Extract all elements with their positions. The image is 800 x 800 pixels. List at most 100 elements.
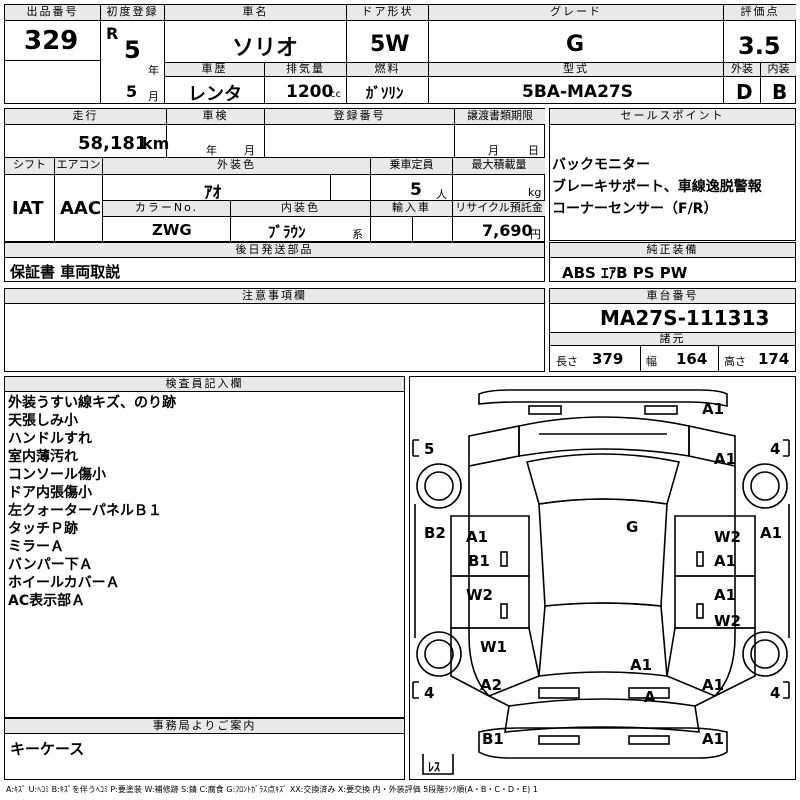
mark-r-front-door-2: A1 [714,552,737,570]
int-color-unit: 系 [352,228,363,241]
history-label: 車歴 [165,63,264,77]
mileage-unit: km [142,134,170,153]
front-left-tire-value: 5 [424,440,435,458]
grade-value: G [566,32,585,57]
office-block [4,718,405,780]
caution-label: 注意事項欄 [5,289,544,304]
mileage-value: 58,181 [78,133,148,154]
vehicle-detail-block [4,108,545,242]
rear-left-tire-value: 4 [424,684,435,702]
mark-roof: G [626,518,639,536]
mark-l-rear-door: W2 [466,586,493,604]
mark-l-rear-corner: A2 [480,676,503,694]
inspector-note-12: AC表示部Ａ [8,593,86,609]
later-parts-label: 後日発送部品 [5,243,544,258]
car-diagram-svg [412,389,790,775]
reg-no-label: 登録番号 [265,109,454,125]
recycle-label: リサイクル預託金 [453,201,545,217]
inspector-label: 検査員記入欄 [5,377,404,392]
int-color-label: 内装色 [231,201,370,217]
caution-block [4,288,545,372]
mark-l-bumper: B1 [482,730,504,748]
int-score-value: B [772,80,788,104]
door-label: ドア形状 [347,5,428,21]
sales-points-label: セールスポイント [550,109,795,125]
color-no-value: ZWG [152,221,192,239]
inspection-year-unit: 年 [206,144,217,157]
history-value: レンタ [188,84,242,105]
fuel-label: 燃料 [347,63,428,77]
sales-point-1: バックモニター [552,157,650,173]
mark-l-front-door-2: B1 [468,552,490,570]
inspector-note-10: バンパー下Ａ [8,557,93,573]
inspector-note-1: 外装うすい線キズ、のり跡 [8,395,176,411]
max-load-unit: kg [528,186,542,199]
length-label: 長さ [556,355,578,368]
mark-l-front-door-1: A1 [466,528,489,546]
inspector-note-5: コンソール傷小 [8,467,106,483]
transfer-day-unit: 日 [528,144,539,157]
ext-color-value: ｱｵ [204,183,221,203]
shift-value: IAT [12,198,44,219]
model-label: 型式 [429,63,723,77]
car-diagram-frame [409,376,796,780]
sales-point-3: コーナーセンサー（F/R） [552,201,718,217]
width-label: 幅 [646,355,657,368]
shift-label: シフト [5,158,54,175]
ext-score-value: D [736,80,753,104]
inspector-note-9: ミラーＡ [8,539,64,555]
ext-color-label: 外装色 [103,158,370,175]
sales-points-block [549,108,796,241]
displacement-label: 排気量 [265,63,346,77]
height-value: 174 [758,350,790,368]
mark-r-rear-corner: A1 [702,676,725,694]
later-parts-value: 保証書 車両取説 [10,263,121,281]
mark-fr-fender: A1 [714,450,737,468]
first-reg-month: 5 [126,82,138,101]
inspector-note-4: 室内薄汚れ [8,449,78,465]
fuel-value: ｶﾞｿﾘﾝ [366,84,404,102]
first-reg-year: 5 [124,36,141,64]
legend-text: A:ｷｽﾞ U:ﾍｺﾐ B:ｷｽﾞを伴うﾍｺﾐ P:要塗装 W:補修跡 S:錆 … [6,785,538,794]
chassis-label: 車台番号 [550,289,795,304]
transfer-month-unit: 月 [488,144,499,157]
first-reg-era: R [106,24,119,43]
displacement-unit: cc [330,89,341,100]
car-name-value: ソリオ [232,36,299,61]
office-label: 事務局よりご案内 [5,719,404,734]
front-right-tire-value: 4 [770,440,781,458]
mileage-label: 走行 [5,109,166,125]
capacity-label: 乗車定員 [371,158,452,175]
mark-rear-roof: A1 [630,656,653,674]
width-value: 164 [676,350,708,368]
inspector-note-2: 天張しみ小 [8,413,78,429]
inspector-note-8: タッチＰ跡 [8,521,78,537]
equipment-block [549,242,796,282]
recycle-value: 7,690 [482,221,533,240]
height-label: 高さ [724,355,746,368]
score-value: 3.5 [738,32,781,60]
inspector-note-3: ハンドルすれ [8,431,92,447]
top-info-block [4,4,796,104]
sales-point-2: ブレーキサポート、車線逸脱警報 [552,179,762,195]
inspector-block [4,376,405,718]
grade-label: グレード [429,5,723,21]
office-value: キーケース [10,740,85,758]
recycle-unit: 円 [530,228,541,241]
aircon-value: AAC [60,198,102,219]
inspection-month-unit: 月 [244,144,255,157]
color-no-label: カラーNo. [103,201,230,217]
chassis-value: MA27S-111313 [600,306,770,330]
displacement-value: 1200 [286,82,334,102]
door-value: 5W [370,32,410,57]
int-score-label: 内装 [761,63,796,77]
mark-r-rear-door-1: A1 [714,586,737,604]
inspection-label: 車検 [167,109,264,125]
mark-r-front-door-1: W2 [714,528,741,546]
first-reg-year-unit: 年 [148,64,159,77]
mark-r-rear-door-2: W2 [714,612,741,630]
model-value: 5BA-MA27S [522,82,633,102]
mark-hood-front: A1 [702,400,725,418]
capacity-value: 5 [410,180,422,200]
aircon-label: エアコン [55,158,102,175]
